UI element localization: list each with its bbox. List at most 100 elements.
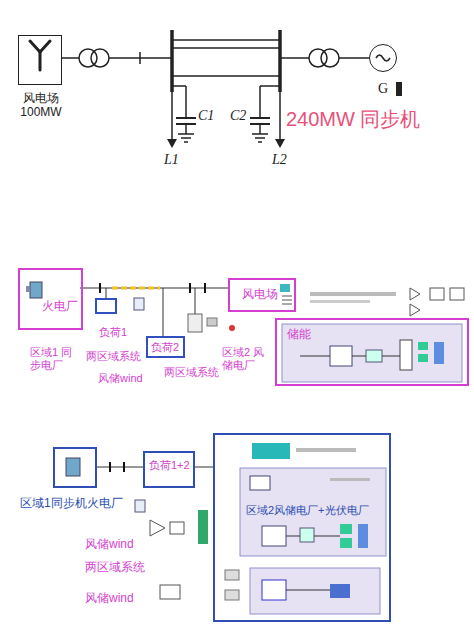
simulink-blocks-1 bbox=[204, 283, 206, 293]
single-line-wires bbox=[176, 117, 196, 119]
wind-symbol bbox=[30, 41, 50, 70]
simulink-blocks-1 bbox=[282, 296, 292, 297]
simulink-blocks-2 bbox=[340, 538, 352, 548]
simulink-blocks-2 bbox=[135, 500, 145, 512]
bus-bars bbox=[170, 30, 174, 92]
simulink-blocks-1 bbox=[400, 340, 412, 370]
generator-bar bbox=[396, 82, 402, 96]
power-plant-box: 区域1同步机火电厂 bbox=[53, 447, 97, 488]
single-line-wires bbox=[279, 92, 281, 140]
simulink-blocks-1 bbox=[310, 292, 396, 296]
simulink-blocks-2 bbox=[262, 580, 286, 600]
wind-symbol bbox=[39, 52, 42, 70]
simulink-blocks-2 bbox=[225, 570, 239, 580]
single-line-wires bbox=[139, 52, 141, 64]
simulink-blocks-1 bbox=[112, 287, 160, 290]
single-line-wires bbox=[259, 86, 261, 118]
component-label: C2 bbox=[230, 108, 246, 124]
single-line-wires bbox=[185, 86, 187, 118]
load-arrows bbox=[167, 139, 177, 148]
simulink-blocks-2 bbox=[314, 536, 340, 537]
simulink-blocks-1 bbox=[418, 342, 428, 350]
wind-farm-box: 风电场 bbox=[228, 278, 296, 312]
single-line-wires bbox=[258, 141, 262, 143]
wind-farm-box: 风电场 100MW bbox=[18, 35, 62, 85]
simulink-blocks-2 bbox=[150, 520, 165, 536]
region-box: 区域2风储电厂+光伏电厂 bbox=[213, 433, 391, 622]
simulink-blocks-1 bbox=[410, 288, 420, 300]
simulink-blocks-1 bbox=[382, 356, 400, 357]
single-line-wires bbox=[178, 133, 194, 135]
simulink-blocks-1 bbox=[26, 282, 464, 382]
simulink-blocks-2 bbox=[252, 443, 290, 459]
simulink-blocks-1 bbox=[450, 288, 464, 300]
single-line-wires bbox=[172, 85, 186, 87]
simulink-blocks-2 bbox=[286, 536, 300, 537]
simulink-blocks-2 bbox=[109, 462, 111, 472]
single-line-wires bbox=[171, 92, 173, 140]
bus-bars bbox=[172, 30, 280, 92]
component-label: L2 bbox=[272, 152, 287, 168]
simulink-blocks-2 bbox=[250, 476, 270, 490]
simulink-blocks-2 bbox=[250, 568, 380, 614]
simulink-blocks-2 bbox=[198, 510, 208, 544]
region-label: 区域2 风储电厂 bbox=[222, 346, 270, 371]
simulink-blocks-1 bbox=[418, 354, 428, 362]
simulink-blocks-1 bbox=[300, 356, 330, 357]
simulink-blocks-2 bbox=[66, 458, 80, 476]
title-label: 240MW 同步机 bbox=[286, 108, 420, 131]
node-text: 火电厂 bbox=[42, 300, 78, 314]
single-line-wires bbox=[184, 141, 188, 143]
node-text: 风电场 bbox=[242, 288, 278, 302]
simulink-blocks-1 bbox=[434, 342, 444, 364]
simulink-blocks-1 bbox=[410, 304, 420, 316]
simulink-blocks-1 bbox=[282, 304, 292, 305]
simulink-blocks-1 bbox=[188, 314, 202, 332]
simulink-blocks-1 bbox=[280, 284, 290, 292]
simulink-blocks-1 bbox=[106, 288, 107, 298]
note-label: 风储wind bbox=[98, 372, 143, 385]
simulink-blocks-2 bbox=[330, 478, 370, 481]
node-text: 区域1同步机火电厂 bbox=[20, 497, 123, 511]
simulink-blocks-1 bbox=[352, 356, 366, 357]
simulink-blocks-2 bbox=[240, 468, 386, 556]
simulink-blocks-1 bbox=[282, 324, 462, 382]
simulink-blocks-2 bbox=[97, 467, 143, 468]
single-line-wires bbox=[181, 137, 191, 139]
simulink-blocks-2 bbox=[340, 524, 352, 534]
single-line-wires bbox=[339, 57, 369, 59]
bus-bars bbox=[278, 30, 282, 92]
simulink-blocks-2 bbox=[300, 528, 314, 542]
single-line-wires bbox=[376, 55, 390, 61]
single-line-wires bbox=[250, 117, 270, 119]
simulink-blocks-2 bbox=[170, 522, 184, 534]
load-box: 负荷1+2 bbox=[143, 451, 195, 488]
simulink-blocks-2 bbox=[66, 443, 386, 614]
simulink-blocks-2 bbox=[286, 590, 330, 591]
simulink-blocks-2 bbox=[296, 448, 356, 452]
simulink-blocks-1 bbox=[134, 298, 144, 310]
node-text: 风电场 100MW bbox=[13, 92, 69, 120]
simulink-blocks-2 bbox=[193, 467, 213, 468]
note-label: 两区域系统 bbox=[164, 366, 219, 379]
single-line-wires bbox=[185, 124, 187, 134]
note-label: 两区域系统 bbox=[85, 561, 145, 575]
simulink-blocks-1 bbox=[26, 286, 30, 292]
node-text: 负荷2 bbox=[151, 341, 179, 354]
single-line-wires bbox=[280, 57, 309, 59]
region-label: 区域1 同步电厂 bbox=[30, 346, 76, 371]
load-box: 负荷1 bbox=[95, 298, 117, 314]
component-label: L1 bbox=[164, 152, 179, 168]
simulink-blocks-2 bbox=[358, 524, 368, 548]
simulink-blocks-2 bbox=[123, 462, 125, 472]
wind-symbol bbox=[30, 41, 40, 52]
load-arrows bbox=[275, 139, 285, 148]
note-label: 风储wind bbox=[85, 538, 134, 552]
storage-box: 储能 bbox=[275, 318, 469, 386]
single-line-wires bbox=[172, 39, 280, 41]
node-text: 负荷1 bbox=[99, 326, 127, 339]
simulink-blocks-1 bbox=[99, 283, 101, 293]
simulink-blocks-1 bbox=[195, 288, 196, 314]
single-line-wires bbox=[91, 49, 109, 67]
